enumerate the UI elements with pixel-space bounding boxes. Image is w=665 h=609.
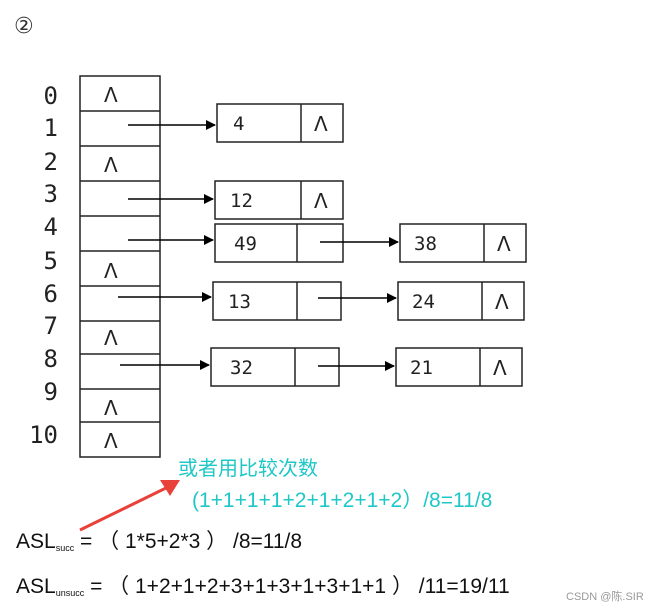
node-key: 13 [228, 291, 251, 313]
null-marker: Λ [104, 396, 118, 420]
null-marker: Λ [104, 83, 118, 107]
null-marker: Λ [104, 429, 118, 453]
index-label-9: 9 [43, 378, 58, 406]
null-marker: Λ [104, 259, 118, 283]
annotation-formula: (1+1+1+1+2+1+2+1+2）/8=11/8 [192, 489, 493, 512]
node-key: 24 [412, 291, 435, 313]
asl-prefix: ASL [16, 575, 56, 598]
index-label-7: 7 [43, 312, 58, 340]
node-32 [210, 347, 340, 387]
watermark: CSDN @陈.SIR [566, 591, 644, 603]
node-13 [212, 281, 342, 321]
index-label-4: 4 [43, 213, 58, 241]
node-12 [214, 180, 344, 220]
node-49 [214, 223, 344, 263]
asl-prefix: ASL [16, 530, 56, 553]
bucket-array [79, 75, 161, 458]
index-label-0: 0 [43, 82, 58, 110]
node-key: 4 [233, 113, 244, 135]
null-marker: Λ [104, 326, 118, 350]
null-marker: Λ [497, 232, 511, 256]
index-label-10: 10 [29, 421, 58, 449]
asl-subscript: succ [55, 543, 75, 553]
asl-expression: = （ 1+2+1+2+3+1+3+1+3+1+1 ） /11=19/11 [84, 575, 510, 598]
asl-succ-formula: ASLsucc = （ 1*5+2*3 ） /8=11/8 [16, 525, 302, 555]
null-marker: Λ [493, 356, 507, 380]
section-marker: ② [14, 14, 34, 39]
node-key: 38 [414, 233, 437, 255]
node-38 [399, 223, 527, 263]
node-key: 32 [230, 357, 253, 379]
node-4 [216, 103, 344, 143]
index-label-2: 2 [43, 148, 58, 176]
node-key: 21 [410, 357, 433, 379]
node-21 [395, 347, 523, 387]
annotation-label: 或者用比较次数 [178, 456, 318, 480]
asl-subscript: unsucc [55, 588, 85, 598]
null-marker: Λ [314, 189, 328, 213]
index-label-6: 6 [43, 280, 58, 308]
null-marker: Λ [104, 153, 118, 177]
index-label-1: 1 [43, 114, 58, 142]
node-24 [397, 281, 525, 321]
null-marker: Λ [314, 112, 328, 136]
asl-unsucc-formula: ASLunsucc = （ 1+2+1+2+3+1+3+1+3+1+1 ） /1… [16, 570, 510, 600]
node-key: 12 [230, 190, 253, 212]
index-label-3: 3 [43, 180, 58, 208]
node-key: 49 [234, 233, 257, 255]
index-label-8: 8 [43, 345, 58, 373]
null-marker: Λ [495, 290, 509, 314]
index-label-5: 5 [43, 247, 58, 275]
asl-expression: = （ 1*5+2*3 ） /8=11/8 [74, 530, 303, 553]
red-annotation-arrow [79, 485, 169, 532]
